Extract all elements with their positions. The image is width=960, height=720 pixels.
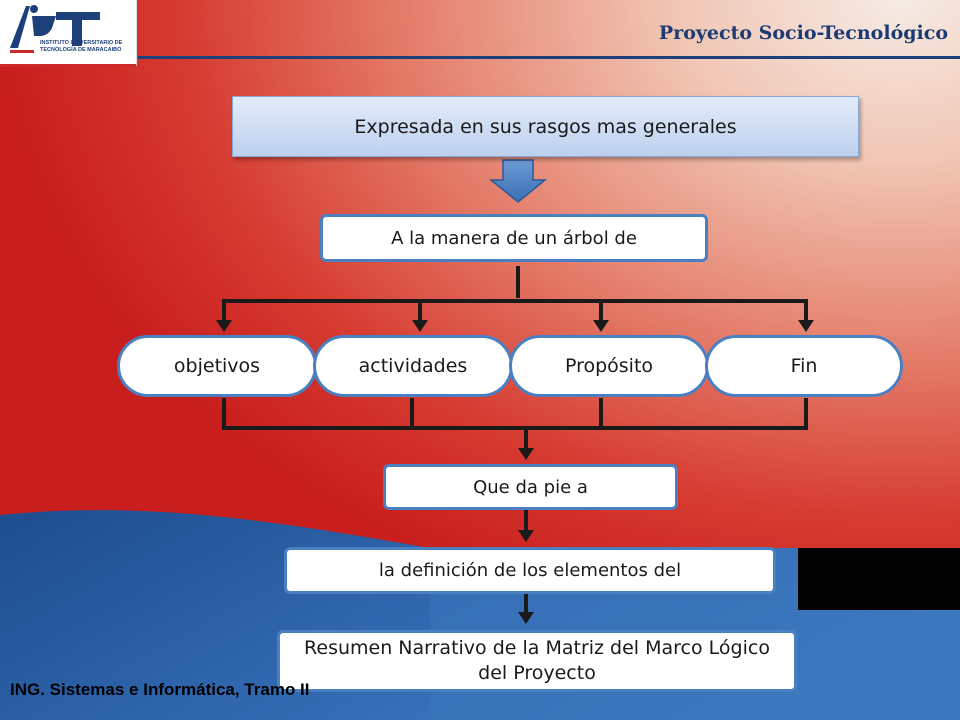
down-arrow-icon bbox=[488, 159, 548, 203]
logo-caption-2: TECNOLOGÍA DE MARACAIBO bbox=[40, 45, 122, 53]
branch-fin: Fin bbox=[705, 335, 903, 397]
header-rule bbox=[138, 56, 960, 59]
tree-box: A la manera de un árbol de bbox=[320, 214, 708, 262]
logo-caption-1: INSTITUTO UNIVERSITARIO DE bbox=[40, 40, 123, 46]
result-box: Resumen Narrativo de la Matriz del Marco… bbox=[277, 630, 797, 692]
branch-objetivos: objetivos bbox=[117, 335, 317, 397]
top-concept-box: Expresada en sus rasgos mas generales bbox=[232, 96, 859, 157]
logo: INSTITUTO UNIVERSITARIO DE TECNOLOGÍA DE… bbox=[0, 0, 137, 67]
footer-text: ING. Sistemas e Informática, Tramo II bbox=[10, 680, 310, 699]
header-title: Proyecto Socio-Tecnológico bbox=[658, 22, 948, 44]
step-definicion: la definición de los elementos del bbox=[284, 547, 776, 594]
step-que-da-pie: Que da pie a bbox=[383, 464, 678, 510]
branch-actividades: actividades bbox=[313, 335, 513, 397]
branch-proposito: Propósito bbox=[509, 335, 709, 397]
